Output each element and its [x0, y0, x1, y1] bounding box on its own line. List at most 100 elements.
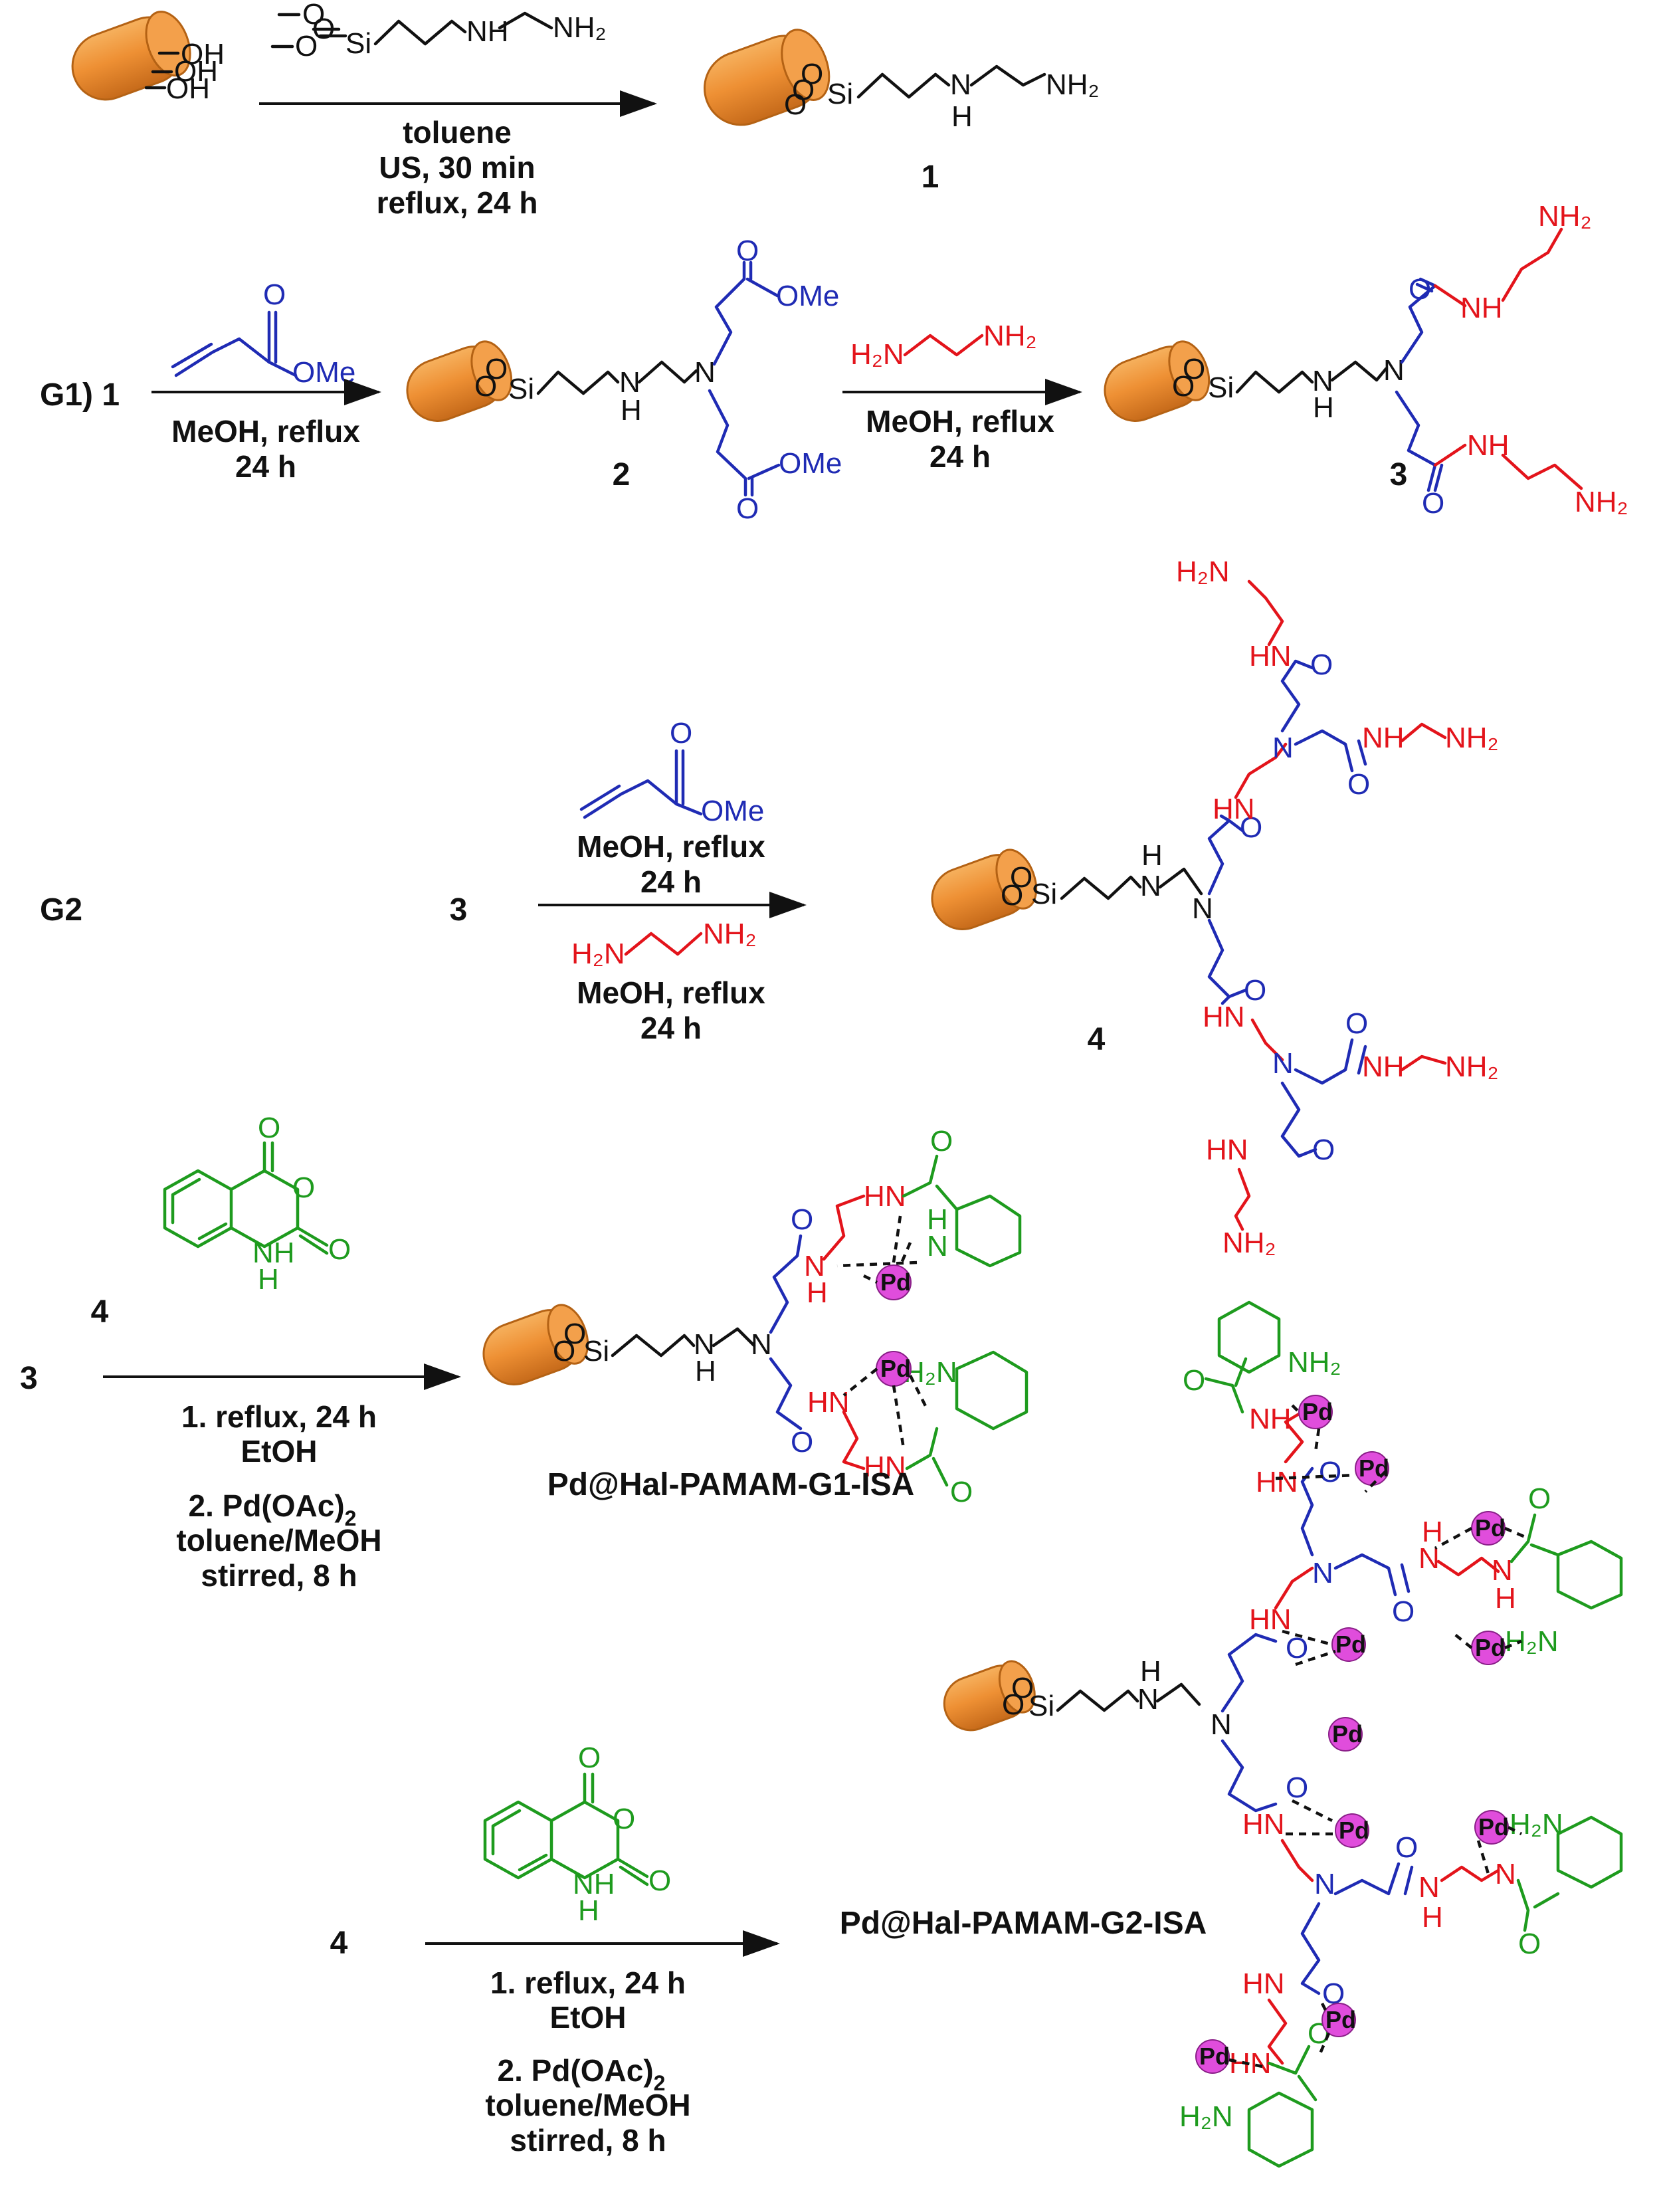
pd-nanoparticle-icon	[1321, 2003, 1356, 2037]
svg-text:1. reflux, 24 h: 1. reflux, 24 h	[181, 1399, 377, 1434]
svg-text:H₂N: H₂N	[571, 938, 625, 970]
svg-text:O: O	[263, 278, 286, 311]
svg-text:H: H	[578, 1894, 599, 1927]
pd-hal-pamam-g1-isa-structure: O O Si N H N O N H HN O N H O HN HN O H₂…	[482, 1125, 1028, 1508]
svg-text:O: O	[1001, 879, 1023, 912]
svg-text:Si: Si	[1031, 878, 1057, 910]
svg-text:H₂N: H₂N	[904, 1356, 957, 1389]
svg-text:N: N	[1211, 1708, 1232, 1741]
svg-text:O: O	[328, 1233, 351, 1266]
svg-text:H: H	[1313, 391, 1334, 424]
svg-text:O: O	[1395, 1831, 1418, 1864]
svg-text:OMe: OMe	[779, 447, 842, 480]
svg-text:O: O	[801, 58, 823, 90]
svg-text:NH: NH	[1362, 1051, 1405, 1083]
svg-text:H: H	[621, 394, 642, 427]
svg-text:HN: HN	[1242, 1967, 1285, 2000]
compound-number: 1	[922, 159, 939, 195]
svg-text:1. reflux, 24 h: 1. reflux, 24 h	[490, 1965, 686, 2000]
step1-reagent-aminosilane: O O O Si NH NH₂	[270, 0, 607, 62]
svg-text:O: O	[474, 370, 497, 403]
svg-text:O: O	[670, 717, 692, 750]
svg-text:MeOH, reflux: MeOH, reflux	[866, 404, 1054, 439]
svg-text:N: N	[619, 366, 640, 399]
svg-text:O: O	[648, 1864, 671, 1897]
svg-text:H: H	[695, 1355, 716, 1387]
svg-text:NH: NH	[1362, 722, 1405, 754]
svg-text:N: N	[694, 356, 716, 389]
product-name: Pd@Hal-PAMAM-G1-ISA	[547, 1467, 915, 1502]
svg-text:H₂N: H₂N	[1505, 1625, 1559, 1658]
halloysite-tube-icon	[931, 849, 1038, 930]
ethylenediamine-reagent: H₂N NH₂	[571, 918, 757, 970]
svg-text:O: O	[1310, 649, 1333, 681]
svg-text:N: N	[1418, 1871, 1440, 1904]
svg-text:2. Pd(OAc)2: 2. Pd(OAc)2	[498, 2053, 666, 2095]
svg-text:NH₂: NH₂	[1575, 486, 1628, 518]
svg-text:N: N	[1140, 870, 1161, 902]
svg-text:O: O	[1518, 1928, 1541, 1960]
step1-starting-halloysite: OH OH OH	[71, 11, 225, 105]
svg-text:N: N	[1312, 365, 1333, 397]
methyl-acrylate-reagent: O OMe	[171, 278, 355, 389]
svg-text:Pd: Pd	[1359, 1455, 1389, 1482]
svg-text:O: O	[950, 1476, 973, 1508]
pd-nanoparticle-icon	[1298, 1395, 1333, 1429]
svg-text:N: N	[927, 1230, 948, 1262]
halloysite-tube-icon	[703, 29, 830, 126]
svg-text:2. Pd(OAc)2: 2. Pd(OAc)2	[189, 1488, 357, 1530]
svg-text:NH₂: NH₂	[1046, 68, 1100, 101]
svg-text:N: N	[1272, 1047, 1294, 1080]
svg-text:O: O	[791, 1426, 813, 1458]
svg-text:NH₂: NH₂	[1538, 200, 1592, 233]
svg-text:NH₂: NH₂	[1445, 1051, 1499, 1083]
svg-text:HN: HN	[1229, 2047, 1272, 2080]
hydroxyl-label: OH	[181, 38, 225, 70]
svg-text:NH: NH	[1249, 1403, 1292, 1435]
svg-text:H: H	[951, 100, 973, 133]
svg-text:Si: Si	[508, 373, 534, 405]
compound-number: 4	[91, 1294, 109, 1330]
svg-text:N: N	[694, 1328, 715, 1361]
svg-text:O: O	[1183, 353, 1205, 385]
svg-text:24 h: 24 h	[640, 1011, 702, 1045]
condition-text: reflux, 24 h	[377, 185, 538, 220]
svg-text:O: O	[1286, 1771, 1308, 1804]
svg-text:O: O	[1183, 1364, 1205, 1397]
product-4-dendrimer: O O Si N H N O HN N O HN H₂N O NH NH₂ O …	[931, 555, 1499, 1259]
svg-text:N: N	[1495, 1858, 1516, 1890]
svg-text:O: O	[784, 88, 807, 121]
pd-hal-pamam-g2-isa-structure: O O Si N H N O HN N O HN NH O NH₂ O N H …	[943, 1300, 1623, 2168]
svg-text:OMe: OMe	[776, 280, 839, 312]
svg-text:N: N	[1137, 1683, 1159, 1716]
svg-text:Si: Si	[1208, 371, 1234, 404]
svg-text:O: O	[1172, 370, 1195, 403]
svg-text:N: N	[751, 1328, 772, 1361]
svg-text:Pd: Pd	[1478, 1813, 1509, 1841]
svg-text:O: O	[553, 1335, 575, 1367]
row-label: G1) 1	[40, 377, 120, 413]
compound-number: 4	[330, 1926, 348, 1961]
svg-text:Pd: Pd	[1475, 1634, 1506, 1661]
svg-text:Si: Si	[583, 1335, 609, 1367]
svg-text:Pd: Pd	[1332, 1720, 1363, 1748]
svg-text:O: O	[1422, 487, 1444, 520]
svg-text:MeOH, reflux: MeOH, reflux	[171, 414, 360, 449]
isatoic-anhydride-reagent: O O O NH H	[483, 1742, 671, 1927]
svg-text:O: O	[1528, 1482, 1551, 1515]
svg-text:stirred, 8 h: stirred, 8 h	[201, 1558, 357, 1593]
svg-text:H: H	[807, 1276, 828, 1309]
pd-nanoparticle-icon	[1331, 1627, 1366, 1662]
svg-text:Pd: Pd	[1325, 2006, 1356, 2033]
svg-text:O: O	[930, 1125, 953, 1157]
compound-number: 3	[1390, 457, 1408, 492]
svg-text:NH₂: NH₂	[703, 918, 757, 950]
svg-text:O: O	[1347, 768, 1370, 801]
svg-text:H: H	[1140, 1655, 1161, 1688]
svg-text:O: O	[1286, 1632, 1308, 1664]
svg-text:H: H	[1422, 1901, 1443, 1934]
svg-text:HN: HN	[864, 1451, 906, 1483]
ethylenediamine-reagent: H₂N NH₂	[850, 320, 1037, 371]
svg-text:24 h: 24 h	[640, 864, 702, 899]
svg-text:O: O	[1010, 861, 1032, 894]
